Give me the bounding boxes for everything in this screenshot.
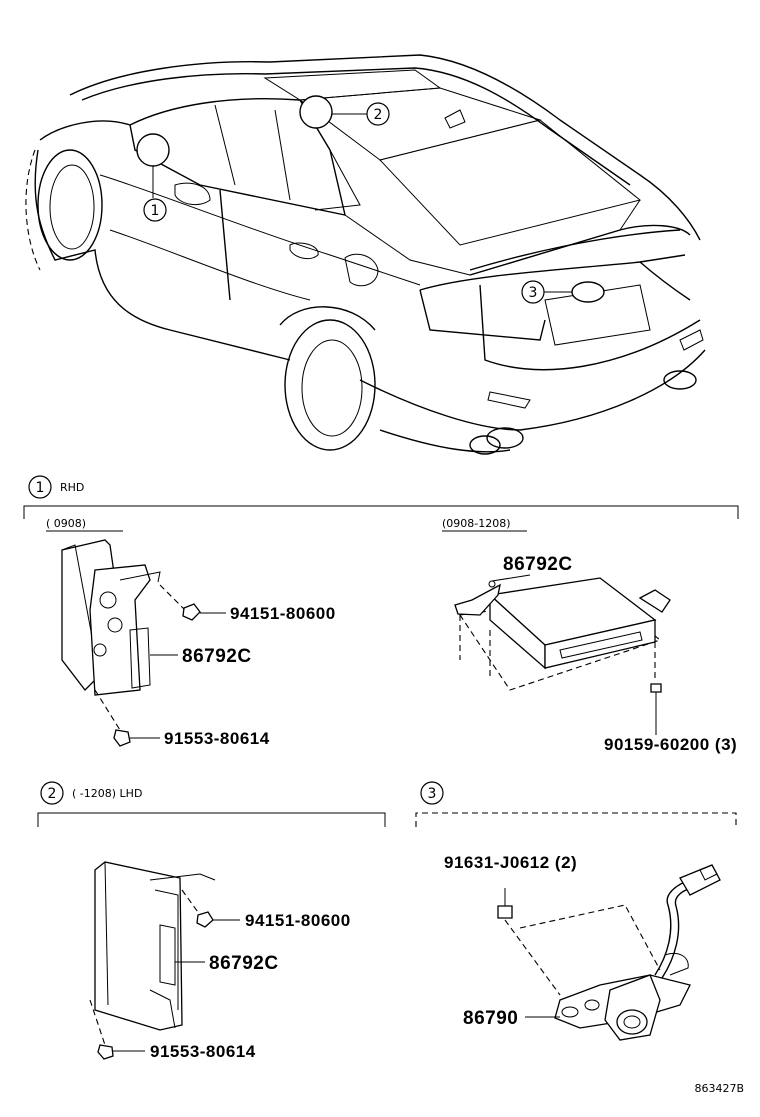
variant-b-period: (0908-1208) (442, 517, 511, 530)
overview-callout-3[interactable]: 3 (521, 280, 605, 304)
overview-callout-3-label: 3 (529, 285, 538, 301)
figure-code: 863427B (694, 1082, 744, 1095)
section-2-header: 2 ( -1208) LHD (37, 781, 386, 827)
overview-callout-2-label: 2 (374, 107, 383, 123)
overview-callout-1[interactable]: 1 (136, 133, 170, 222)
variant-a-period: ( 0908) (46, 517, 86, 530)
section-3-number: 3 (428, 786, 437, 802)
part-91631-J0612[interactable]: 91631-J0612 (2) (444, 853, 577, 872)
section-1-header: 1 RHD (23, 475, 739, 519)
part-86792C-b[interactable]: 86792C (503, 554, 573, 575)
car-illustration (25, 54, 706, 455)
section-1-variant-b: (0908-1208) 86792C 90159-60200 (3) (442, 517, 737, 754)
part-86790[interactable]: 86790 (463, 1008, 518, 1029)
part-94151-80600-a[interactable]: 94151-80600 (230, 604, 336, 623)
section-1-title: RHD (60, 481, 84, 494)
part-90159-60200[interactable]: 90159-60200 (3) (604, 735, 737, 754)
section-2-number: 2 (48, 786, 57, 802)
section-1-number: 1 (36, 480, 45, 496)
section-3-parts: 91631-J0612 (2) 86790 (444, 853, 721, 1041)
section-2-parts: 94151-80600 86792C 91553-80614 (89, 861, 351, 1061)
overview-callout-2[interactable]: 2 (299, 95, 390, 129)
section-3-header: 3 (415, 781, 737, 827)
part-91553-80614-a[interactable]: 91553-80614 (164, 729, 270, 748)
part-86792C-a[interactable]: 86792C (182, 646, 252, 667)
part-91553-80614-lhd[interactable]: 91553-80614 (150, 1042, 256, 1061)
part-94151-80600-lhd[interactable]: 94151-80600 (245, 911, 351, 930)
overview-callout-1-label: 1 (151, 203, 160, 219)
part-86792C-lhd[interactable]: 86792C (209, 953, 279, 974)
section-2-title: ( -1208) LHD (72, 787, 142, 800)
section-1-variant-a: ( 0908) 94151-80600 86792C 91553-80614 (46, 517, 336, 748)
